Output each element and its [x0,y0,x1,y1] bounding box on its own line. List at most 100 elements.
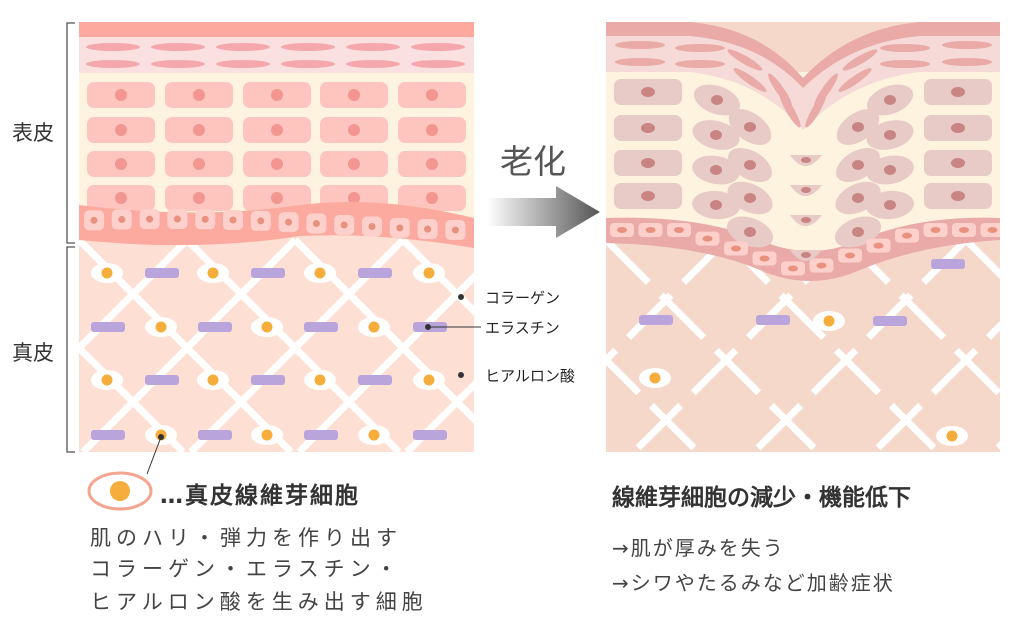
cell-nucleus [641,158,655,168]
cell-nucleus [257,217,265,225]
cell-nucleus [271,158,283,170]
cell-nucleus [193,192,205,204]
cell-nucleus [801,252,811,258]
collagen-fiber [0,240,6,452]
flattened-cell [86,60,140,68]
fibroblast-nucleus [649,372,661,384]
cell-nucleus [710,165,722,175]
cell-nucleus [884,95,896,105]
elastin-label: エラスチン [485,319,560,337]
aged-caption-line-2: →シワやたるみなど加齢症状 [612,571,895,595]
flattened-cell [411,60,465,68]
flattened-cell [838,68,872,92]
aged-caption-line-1: →肌が厚みを失う [612,536,785,560]
cell-nucleus [930,227,941,233]
hyaluronic-pointer [458,372,464,378]
fibroblast-nucleus [101,374,113,386]
cell-nucleus [424,225,432,233]
cell-nucleus [959,227,969,233]
cell-nucleus [368,222,376,230]
legend-line-2: コラーゲン・エラスチン・ [90,557,402,581]
cell-nucleus [312,220,320,228]
cell-nucleus [884,200,896,210]
flattened-cell [216,60,270,68]
flattened-cell [615,58,665,66]
fibroblast-nucleus [423,267,435,279]
cell-nucleus [115,124,127,136]
cell-nucleus [801,217,811,223]
cell-nucleus [193,124,205,136]
cell-nucleus [852,160,864,170]
cell-nucleus [118,216,126,224]
cell-nucleus [348,192,360,204]
collagen-fiber [751,237,969,452]
collagen-fiber [79,343,186,452]
elastin-fiber [304,430,338,440]
cell-nucleus [285,218,293,226]
callout-lines [146,294,481,475]
flattened-cell [281,43,335,51]
granular-layer [79,37,474,73]
flattened-cell [779,92,801,128]
fibroblast-nucleus [423,374,435,386]
elastin-fiber [931,259,965,269]
flattened-cell [151,60,205,68]
collagen-fiber [606,237,821,452]
cell-nucleus [744,160,756,170]
legend-line-1: 肌のハリ・弾力を作り出す [90,526,402,550]
fibroblast-pointer [158,434,164,440]
cell-nucleus [348,89,360,101]
collagen-fiber [606,355,701,452]
flattened-cell [842,49,878,71]
cell-nucleus [426,89,438,101]
cell-nucleus [271,124,283,136]
layer-brackets [66,22,75,453]
flattened-cell [880,60,930,68]
cell-nucleus [845,252,855,259]
flattened-cell [942,58,992,66]
flattened-cell [411,43,465,51]
cell-nucleus [201,215,209,223]
collagen-fiber [606,237,729,365]
elastin-fiber [251,268,285,278]
cell-nucleus [426,124,438,136]
cell-nucleus [744,122,756,132]
collagen-fiber [296,272,474,452]
aged-caption-title: 線維芽細胞の減少・機能低下 [612,485,911,511]
fibroblast-nucleus [946,430,958,442]
elastin-fiber [198,430,232,440]
flattened-cell [880,44,930,52]
cell-nucleus [193,158,205,170]
cell-nucleus [641,191,655,201]
fibroblast-nucleus [207,267,219,279]
cell-nucleus [744,227,756,237]
fibroblast-legend-title: …真皮線維芽細胞 [160,483,360,509]
flattened-cell [675,44,725,52]
fibroblast-nucleus [101,267,113,279]
dermis-bracket [66,246,75,453]
flattened-cell [346,43,400,51]
elastin-fiber [639,315,673,325]
cell-nucleus [711,95,723,105]
cell-nucleus [788,265,798,272]
cell-nucleus [852,122,864,132]
stratum-corneum [79,22,474,37]
collagen-fiber [404,380,474,452]
flattened-cell [151,43,205,51]
elastin-fiber [413,430,447,440]
cell-nucleus [396,224,404,232]
cell-nucleus [744,193,756,203]
flattened-cell [346,60,400,68]
elastin-pointer [425,324,431,330]
cell-nucleus [852,227,864,237]
cell-nucleus [645,227,656,233]
collagen-fiber [723,237,941,452]
cell-nucleus [702,235,713,242]
cell-nucleus [348,124,360,136]
cell-nucleus [348,158,360,170]
cell-nucleus [271,192,283,204]
flattened-cell [675,60,725,68]
cell-nucleus [115,89,127,101]
